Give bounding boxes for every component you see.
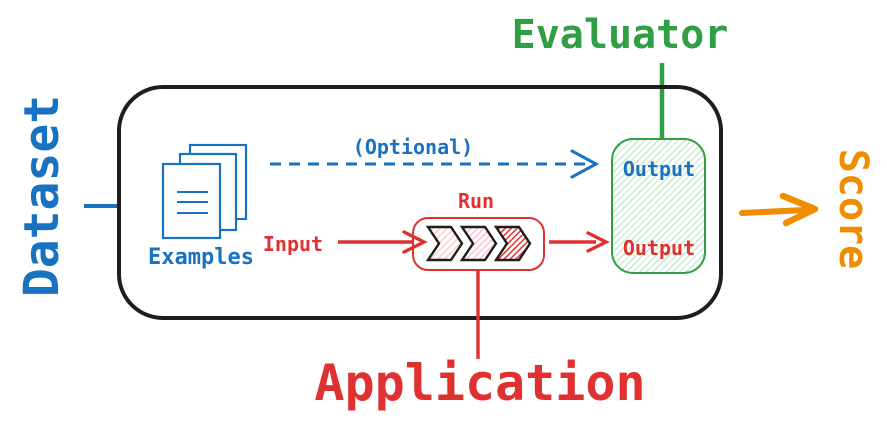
evaluator-output-label: Output	[622, 157, 696, 181]
run-label: Run	[457, 189, 495, 213]
dataset-label: Dataset	[14, 94, 70, 298]
app-output-label: Output	[622, 236, 696, 260]
optional-label: (Optional)	[352, 135, 474, 159]
score-label: Score	[830, 148, 876, 270]
application-label: Application	[314, 354, 646, 412]
experiment-boundary-box	[117, 85, 723, 320]
run-box	[412, 217, 545, 271]
examples-label: Examples	[148, 245, 254, 270]
score-arrow	[739, 192, 819, 227]
arrowhead	[779, 192, 819, 227]
evaluator-label: Evaluator	[511, 12, 729, 58]
output-box	[611, 138, 706, 274]
input-label: Input	[262, 232, 324, 256]
arrow-line	[739, 207, 809, 216]
